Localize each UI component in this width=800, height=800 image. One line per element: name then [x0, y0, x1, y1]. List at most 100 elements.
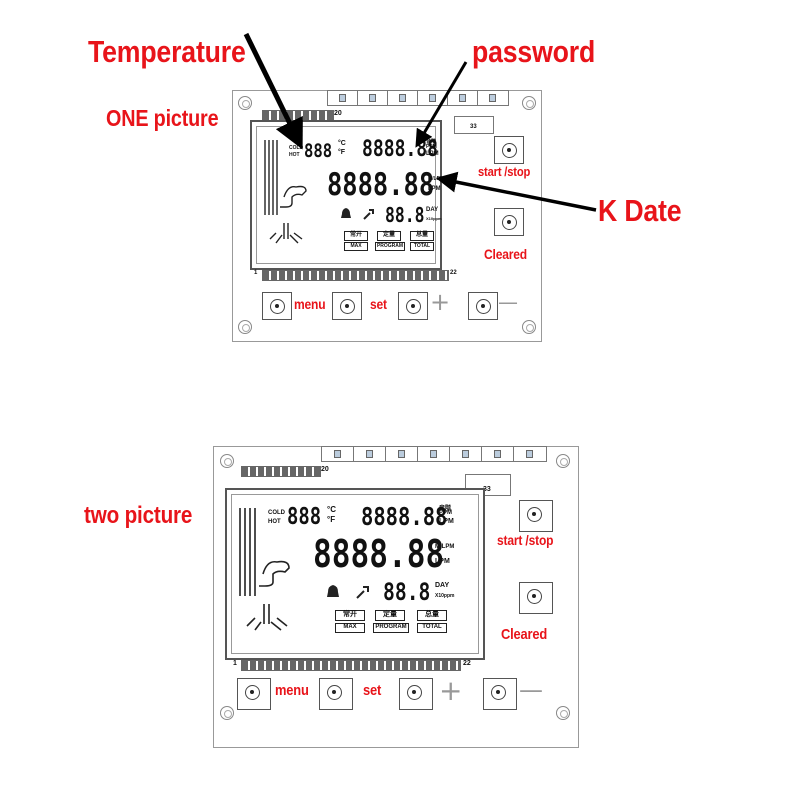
- terminal-block: [449, 446, 483, 462]
- minus-button[interactable]: [468, 292, 498, 320]
- mount-hole: [556, 706, 570, 720]
- mount-hole: [220, 706, 234, 720]
- arrow-password: [415, 61, 468, 148]
- lcd-box-cn: 总量: [410, 231, 434, 241]
- lcd-day-sublabel: X10ppm: [426, 216, 442, 221]
- mount-hole: [220, 454, 234, 468]
- terminal-block: [387, 90, 419, 106]
- minus-icon: —: [498, 290, 518, 314]
- cleared-button[interactable]: [494, 208, 524, 236]
- pin-label-top: 20: [321, 466, 329, 473]
- label-k-date: K Date: [598, 193, 682, 228]
- label-cleared: Cleared: [484, 246, 527, 262]
- terminal-block: [417, 446, 451, 462]
- label-start-stop: start /stop: [478, 164, 531, 179]
- lcd-main-unit: M/LPM: [435, 544, 455, 550]
- lcd-box-max: MAX: [335, 623, 365, 633]
- label-cleared: Cleared: [501, 626, 548, 643]
- terminal-block: [385, 446, 419, 462]
- menu-button[interactable]: [237, 678, 271, 710]
- wrench-icon: [356, 586, 369, 599]
- minus-icon: —: [519, 676, 543, 704]
- arrow-k-date: [435, 171, 597, 212]
- plus-icon: +: [430, 288, 451, 316]
- plus-button[interactable]: [398, 292, 428, 320]
- lcd-box-program: PROGRAM: [375, 242, 405, 251]
- lcd-box-max: MAX: [344, 242, 368, 251]
- bottom-pin-header: [262, 270, 449, 281]
- lcd-unit-f: °F: [327, 515, 336, 524]
- lcd-password-digits: 8888.88: [361, 502, 448, 531]
- lcd-day-label: DAY: [435, 582, 450, 589]
- terminal-block: [447, 90, 479, 106]
- label-set: set: [370, 296, 387, 312]
- set-button[interactable]: [319, 678, 353, 710]
- small-connector: [465, 474, 511, 496]
- terminal-block: [513, 446, 547, 462]
- lcd-day-digits: 88.8: [383, 578, 431, 606]
- small-connector: [454, 116, 494, 134]
- lcd-cold-label: COLD: [268, 510, 285, 516]
- lcd-main-digits: 8888.88: [313, 532, 445, 576]
- lcd-day-sublabel: X10ppm: [435, 593, 455, 599]
- lcd-unit-c: °C: [338, 140, 346, 147]
- lcd-box-total: TOTAL: [410, 242, 434, 251]
- lcd-box-cn: 定量: [375, 610, 405, 621]
- menu-button[interactable]: [262, 292, 292, 320]
- arrow-temperature: [243, 32, 303, 150]
- lcd-unit-c: °C: [327, 505, 336, 514]
- bottom-pin-header: [241, 660, 461, 671]
- terminal-block: [357, 90, 389, 106]
- lcd-box-cn: 定量: [377, 231, 401, 241]
- lcd-temperature-digits: 888: [287, 504, 322, 530]
- terminal-block: [477, 90, 509, 106]
- pin-label-start: 1: [254, 270, 258, 276]
- faucet-icon: [239, 508, 290, 631]
- label-set: set: [363, 682, 382, 699]
- start-stop-button[interactable]: [494, 136, 524, 164]
- connector-label: 33: [483, 486, 491, 493]
- terminal-block: [353, 446, 387, 462]
- lcd-panel: [225, 488, 485, 660]
- lcd-unit-f: °F: [338, 149, 346, 156]
- bell-icon: [327, 585, 339, 597]
- top-pin-header: [241, 466, 321, 477]
- lcd-main-unit: LPM: [428, 186, 441, 192]
- set-button[interactable]: [332, 292, 362, 320]
- faucet-icon: [264, 140, 307, 244]
- plus-icon: +: [439, 674, 463, 707]
- label-password: password: [472, 34, 596, 69]
- lcd-window: [256, 126, 436, 264]
- mount-hole: [522, 96, 536, 110]
- bell-icon: [341, 208, 351, 218]
- controller-board-2: 20 33 1 22 COLD HOT 888 °C °F 8888.88 音階…: [213, 446, 579, 748]
- lcd-box-cn: 常开: [335, 610, 365, 621]
- pin-label-end: 22: [450, 270, 457, 276]
- lcd-day-digits: 88.8: [385, 203, 425, 227]
- minus-button[interactable]: [483, 678, 517, 710]
- lcd-top-unit: 音階: [439, 506, 452, 512]
- pin-label-top: 20: [334, 110, 342, 117]
- pin-label-end: 22: [463, 660, 471, 667]
- wrench-icon: [363, 209, 374, 220]
- lcd-top-unit: LPM: [439, 518, 454, 525]
- pin-label-start: 1: [233, 660, 237, 667]
- mount-hole: [238, 96, 252, 110]
- lcd-top-unit: PPM: [439, 510, 453, 516]
- label-menu: menu: [275, 682, 309, 699]
- start-stop-button[interactable]: [519, 500, 553, 532]
- lcd-window: [231, 494, 479, 654]
- label-menu: menu: [294, 296, 326, 312]
- plus-button[interactable]: [399, 678, 433, 710]
- controller-board-1: 20 33 1 22 COLD HOT 888 °C °F 8888.88 音階…: [232, 90, 542, 342]
- label-start-stop: start /stop: [497, 532, 554, 548]
- lcd-hot-label: HOT: [268, 519, 281, 525]
- mount-hole: [556, 454, 570, 468]
- mount-hole: [238, 320, 252, 334]
- cleared-button[interactable]: [519, 582, 553, 614]
- connector-label: 33: [470, 124, 477, 130]
- lcd-box-program: PROGRAM: [373, 623, 409, 633]
- lcd-day-label: DAY: [426, 207, 439, 213]
- lcd-temperature-digits: 888: [304, 140, 333, 162]
